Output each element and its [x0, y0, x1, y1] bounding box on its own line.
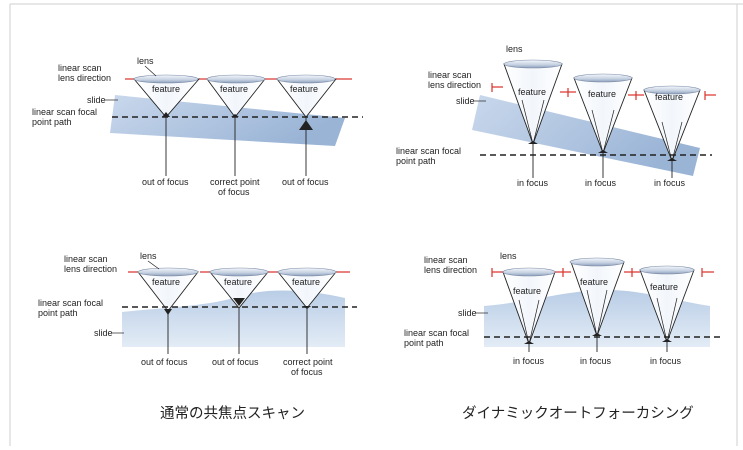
status-1: out of focus — [142, 177, 189, 187]
lens-cone-3 — [643, 85, 701, 178]
lens-cone-3 — [276, 74, 337, 176]
feature-label-3: feature — [292, 277, 320, 287]
label-focal-1: linear scan focal — [38, 298, 103, 308]
feature-label-3: feature — [290, 84, 318, 94]
feature-label-1: feature — [513, 286, 541, 296]
label-lens-direction: lens direction — [424, 265, 477, 275]
slide-shape — [122, 290, 345, 347]
panel-top-left: lens linear scan lens direction slide li… — [32, 56, 363, 197]
status-3b: of focus — [291, 367, 323, 377]
feature-label-2: feature — [220, 84, 248, 94]
label-slide: slide — [87, 95, 106, 105]
label-focal-1: linear scan focal — [396, 146, 461, 156]
label-linear-scan: linear scan — [428, 70, 472, 80]
caption-right: ダイナミックオートフォーカシング — [462, 405, 694, 422]
feature-label-3: feature — [650, 282, 678, 292]
label-lens: lens — [140, 251, 157, 261]
label-focal-2: point path — [396, 156, 436, 166]
panel-bottom-right: lens linear scan lens direction slide li… — [404, 251, 720, 366]
label-focal-2: point path — [32, 117, 72, 127]
label-focal-1: linear scan focal — [32, 107, 97, 117]
feature-label-2: feature — [580, 277, 608, 287]
status-2: out of focus — [212, 357, 259, 367]
label-slide: slide — [94, 328, 113, 338]
label-focal-1: linear scan focal — [404, 328, 469, 338]
caption-left: 通常の共焦点スキャン — [160, 405, 305, 422]
status-3: in focus — [654, 178, 686, 188]
label-focal-2: point path — [404, 338, 444, 348]
status-3: in focus — [650, 356, 682, 366]
feature-label-3: feature — [655, 92, 683, 102]
lens-cone-2 — [209, 267, 269, 354]
feature-label-1: feature — [152, 84, 180, 94]
feature-label-1: feature — [518, 87, 546, 97]
lens-cone-3 — [639, 265, 695, 352]
panel-top-right: lens linear scan lens direction slide li… — [396, 44, 716, 188]
lens-cone-3 — [277, 267, 337, 354]
status-3: out of focus — [282, 177, 329, 187]
status-2: in focus — [580, 356, 612, 366]
direction-markers — [491, 83, 716, 100]
status-2a: correct point — [210, 177, 260, 187]
label-linear-scan: linear scan — [58, 63, 102, 73]
label-lens-direction: lens direction — [428, 80, 481, 90]
label-slide: slide — [458, 308, 477, 318]
label-linear-scan: linear scan — [424, 255, 468, 265]
status-3a: correct point — [283, 357, 333, 367]
lens-cone-2 — [573, 73, 633, 178]
lens-cone-1 — [502, 267, 556, 352]
lens-cone-1 — [133, 74, 200, 176]
feature-label-2: feature — [588, 89, 616, 99]
label-focal-2: point path — [38, 308, 78, 318]
label-slide: slide — [456, 96, 475, 106]
label-lens: lens — [137, 56, 154, 66]
status-1: out of focus — [141, 357, 188, 367]
feature-label-1: feature — [152, 277, 180, 287]
label-linear-scan: linear scan — [64, 254, 108, 264]
lens-cone-1 — [503, 59, 563, 178]
direction-markers — [491, 268, 714, 277]
label-lens-direction: lens direction — [58, 73, 111, 83]
status-1: in focus — [513, 356, 545, 366]
status-1: in focus — [517, 178, 549, 188]
label-lens: lens — [500, 251, 517, 261]
lens-cone-1 — [137, 267, 199, 354]
status-2b: of focus — [218, 187, 250, 197]
feature-label-2: feature — [224, 277, 252, 287]
label-lens-direction: lens direction — [64, 264, 117, 274]
status-2: in focus — [585, 178, 617, 188]
lens-cone-2 — [569, 257, 625, 352]
panel-bottom-left: lens linear scan lens direction linear s… — [38, 251, 357, 377]
label-lens: lens — [506, 44, 523, 54]
